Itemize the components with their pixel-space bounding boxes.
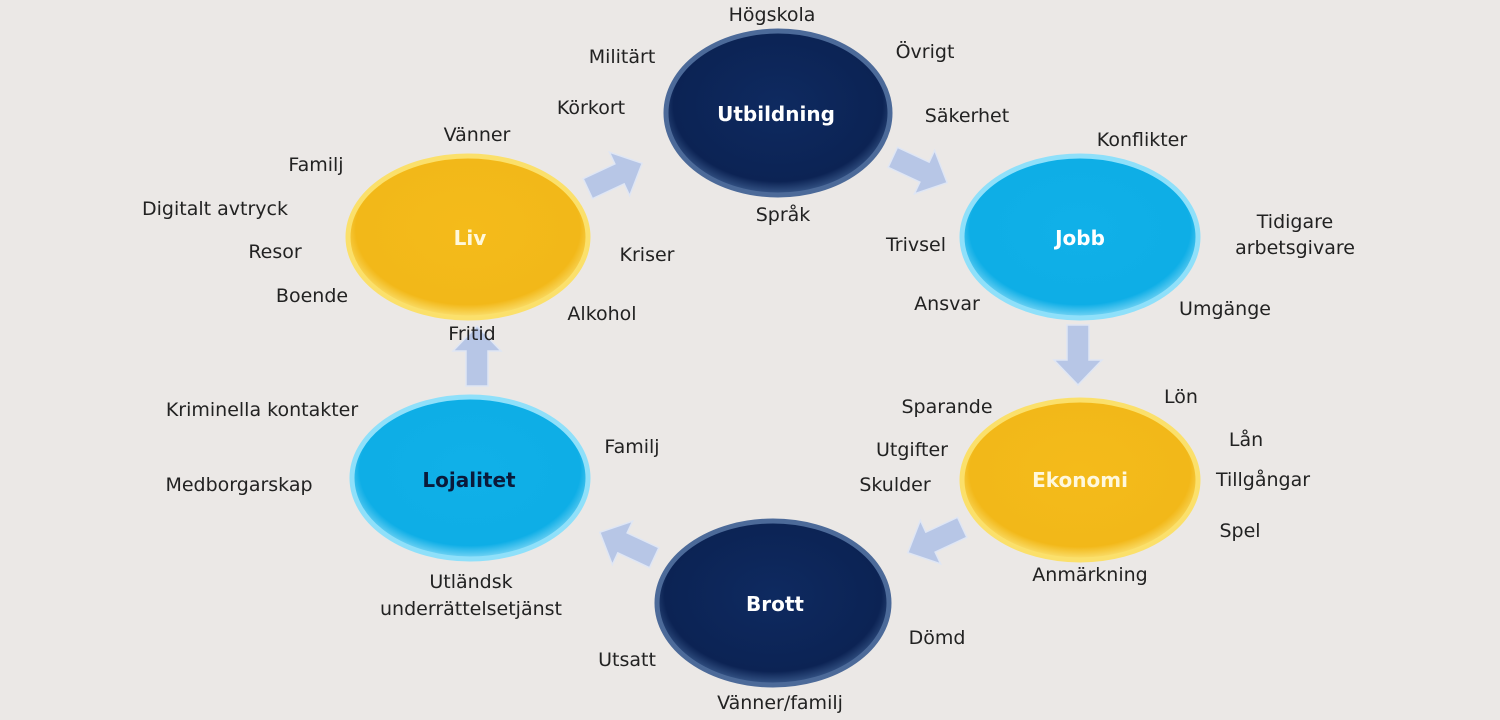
- node-lojalitet-title: Lojalitet: [422, 468, 516, 492]
- node-brott-title: Brott: [746, 592, 804, 616]
- label: Körkort: [556, 97, 626, 119]
- node-ekonomi-circle: [959, 397, 1201, 563]
- label: Skulder: [859, 474, 931, 496]
- label: Konflikter: [1096, 129, 1188, 151]
- label: Medborgarskap: [165, 474, 313, 496]
- arrow-jobb-to-ekonomi: [1053, 324, 1103, 386]
- label: Anmärkning: [1032, 564, 1148, 586]
- label: Familj: [288, 154, 344, 176]
- label: Umgänge: [1179, 298, 1271, 320]
- label: Tidigare: [1256, 211, 1334, 233]
- label: Utgifter: [875, 439, 949, 461]
- node-jobb-title: Jobb: [1055, 226, 1105, 250]
- label: Kriser: [619, 244, 675, 266]
- label: Dömd: [908, 627, 966, 649]
- arrow-utbildning-to-jobb: [881, 134, 959, 206]
- node-liv-title: Liv: [453, 226, 487, 250]
- label: underrättelsetjänst: [380, 598, 562, 620]
- label: Familj: [604, 436, 660, 458]
- label: Resor: [248, 241, 302, 263]
- label: Digitalt avtryck: [142, 198, 288, 220]
- label: Lön: [1164, 386, 1198, 408]
- label: Övrigt: [895, 41, 955, 63]
- label: Spel: [1219, 520, 1261, 542]
- label: Sparande: [901, 396, 993, 418]
- label: Lån: [1228, 429, 1264, 451]
- label: Trivsel: [885, 234, 947, 256]
- label: Militärt: [588, 46, 656, 68]
- arrow-ekonomi-to-brott: [896, 504, 974, 576]
- label: Högskola: [728, 4, 816, 26]
- label: arbetsgivare: [1235, 237, 1355, 259]
- node-brott-circle: [654, 518, 892, 688]
- node-liv-circle: [345, 153, 591, 321]
- label: Utsatt: [598, 649, 656, 671]
- label: Fritid: [448, 323, 496, 345]
- arrow-brott-to-lojalitet: [588, 509, 666, 581]
- label: Språk: [755, 204, 811, 226]
- node-utbildning-circle: [663, 28, 893, 198]
- label: Ansvar: [914, 293, 980, 315]
- label: Boende: [275, 285, 349, 307]
- label: Alkohol: [567, 303, 637, 325]
- label: Utländsk: [429, 571, 513, 593]
- arrow-liv-to-utbildning: [576, 140, 654, 212]
- node-utbildning-title: Utbildning: [717, 102, 835, 126]
- label: Kriminella kontakter: [165, 399, 359, 421]
- node-jobb-circle: [959, 153, 1201, 321]
- label: Vänner/familj: [717, 692, 843, 714]
- node-lojalitet-circle: [349, 394, 591, 562]
- label: Säkerhet: [924, 105, 1010, 127]
- label: Tillgångar: [1215, 469, 1311, 491]
- label: Vänner: [443, 124, 511, 146]
- node-ekonomi-title: Ekonomi: [1032, 468, 1128, 492]
